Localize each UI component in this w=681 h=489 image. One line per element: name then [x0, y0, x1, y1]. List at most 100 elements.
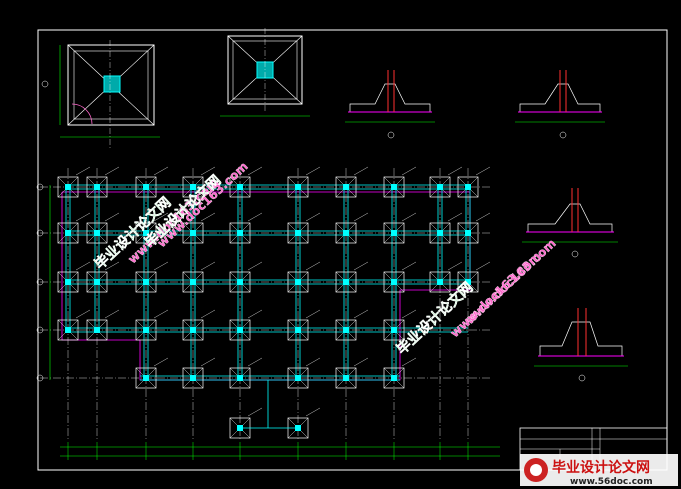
footing	[335, 367, 357, 389]
footing	[135, 176, 157, 198]
footing	[457, 176, 479, 198]
leader-line	[247, 212, 263, 222]
axis-bubble	[36, 326, 44, 334]
leader-line	[153, 261, 169, 271]
leader-line	[247, 407, 263, 417]
column	[343, 184, 349, 190]
leader-line	[401, 309, 417, 319]
column	[295, 375, 301, 381]
leader-line	[104, 261, 120, 271]
site-logo: 毕业设计论文网 www.56doc.com	[520, 454, 678, 487]
column	[343, 279, 349, 285]
footing	[86, 222, 108, 244]
footing	[287, 271, 309, 293]
leader-line	[104, 212, 120, 222]
footing	[86, 319, 108, 341]
footing	[383, 176, 405, 198]
column	[295, 230, 301, 236]
leader-line	[475, 212, 491, 222]
column	[65, 230, 71, 236]
leader-line	[353, 357, 369, 367]
column	[143, 184, 149, 190]
leader-line	[353, 261, 369, 271]
column	[465, 230, 471, 236]
footing	[429, 222, 451, 244]
column	[143, 230, 149, 236]
footing	[383, 367, 405, 389]
leader-line	[305, 407, 321, 417]
section-3-3	[522, 188, 618, 258]
column	[465, 184, 471, 190]
column	[391, 327, 397, 333]
leader-line	[200, 261, 216, 271]
column	[143, 327, 149, 333]
column	[190, 230, 196, 236]
column	[94, 279, 100, 285]
section-1-1	[345, 70, 435, 139]
leader-line	[247, 309, 263, 319]
column	[65, 279, 71, 285]
column	[190, 184, 196, 190]
leader-line	[200, 357, 216, 367]
footing	[182, 367, 204, 389]
footing	[86, 176, 108, 198]
column	[343, 327, 349, 333]
footing	[135, 319, 157, 341]
leader-line	[247, 357, 263, 367]
footing-detail-1	[41, 40, 160, 150]
leader-line	[200, 309, 216, 319]
axis-bubble	[36, 374, 44, 382]
footing	[429, 176, 451, 198]
column	[237, 230, 243, 236]
column	[465, 279, 471, 285]
column	[343, 230, 349, 236]
column	[391, 230, 397, 236]
footing	[287, 319, 309, 341]
footing	[287, 176, 309, 198]
leader-line	[475, 166, 491, 176]
section-2-2	[515, 70, 605, 139]
column	[190, 375, 196, 381]
leader-line	[104, 166, 120, 176]
column	[391, 279, 397, 285]
axis-bubble	[36, 229, 44, 237]
leader-line	[305, 261, 321, 271]
leader-line	[200, 212, 216, 222]
leader-line	[353, 212, 369, 222]
drawing-frame	[37, 29, 668, 471]
leader-line	[401, 166, 417, 176]
footing	[57, 319, 79, 341]
leader-line	[447, 166, 463, 176]
column	[143, 279, 149, 285]
footing	[335, 222, 357, 244]
column	[94, 230, 100, 236]
footing	[229, 176, 251, 198]
footing	[135, 367, 157, 389]
axis-bubble	[36, 183, 44, 191]
leader-line	[353, 166, 369, 176]
footing	[182, 319, 204, 341]
leader-line	[153, 166, 169, 176]
footing	[383, 222, 405, 244]
leader-line	[153, 212, 169, 222]
footing	[182, 222, 204, 244]
column	[94, 184, 100, 190]
footing	[287, 222, 309, 244]
leader-line	[305, 309, 321, 319]
leader-line	[75, 212, 91, 222]
column	[65, 184, 71, 190]
footing	[335, 176, 357, 198]
leader-line	[401, 212, 417, 222]
leader-line	[75, 166, 91, 176]
footing	[86, 271, 108, 293]
leader-line	[305, 357, 321, 367]
logo-url-text: www.56doc.com	[570, 477, 653, 487]
footing-detail-2	[220, 28, 310, 117]
footing	[229, 222, 251, 244]
column	[295, 327, 301, 333]
leader-line	[247, 261, 263, 271]
leader-line	[75, 261, 91, 271]
leader-line	[447, 212, 463, 222]
footing	[429, 271, 451, 293]
